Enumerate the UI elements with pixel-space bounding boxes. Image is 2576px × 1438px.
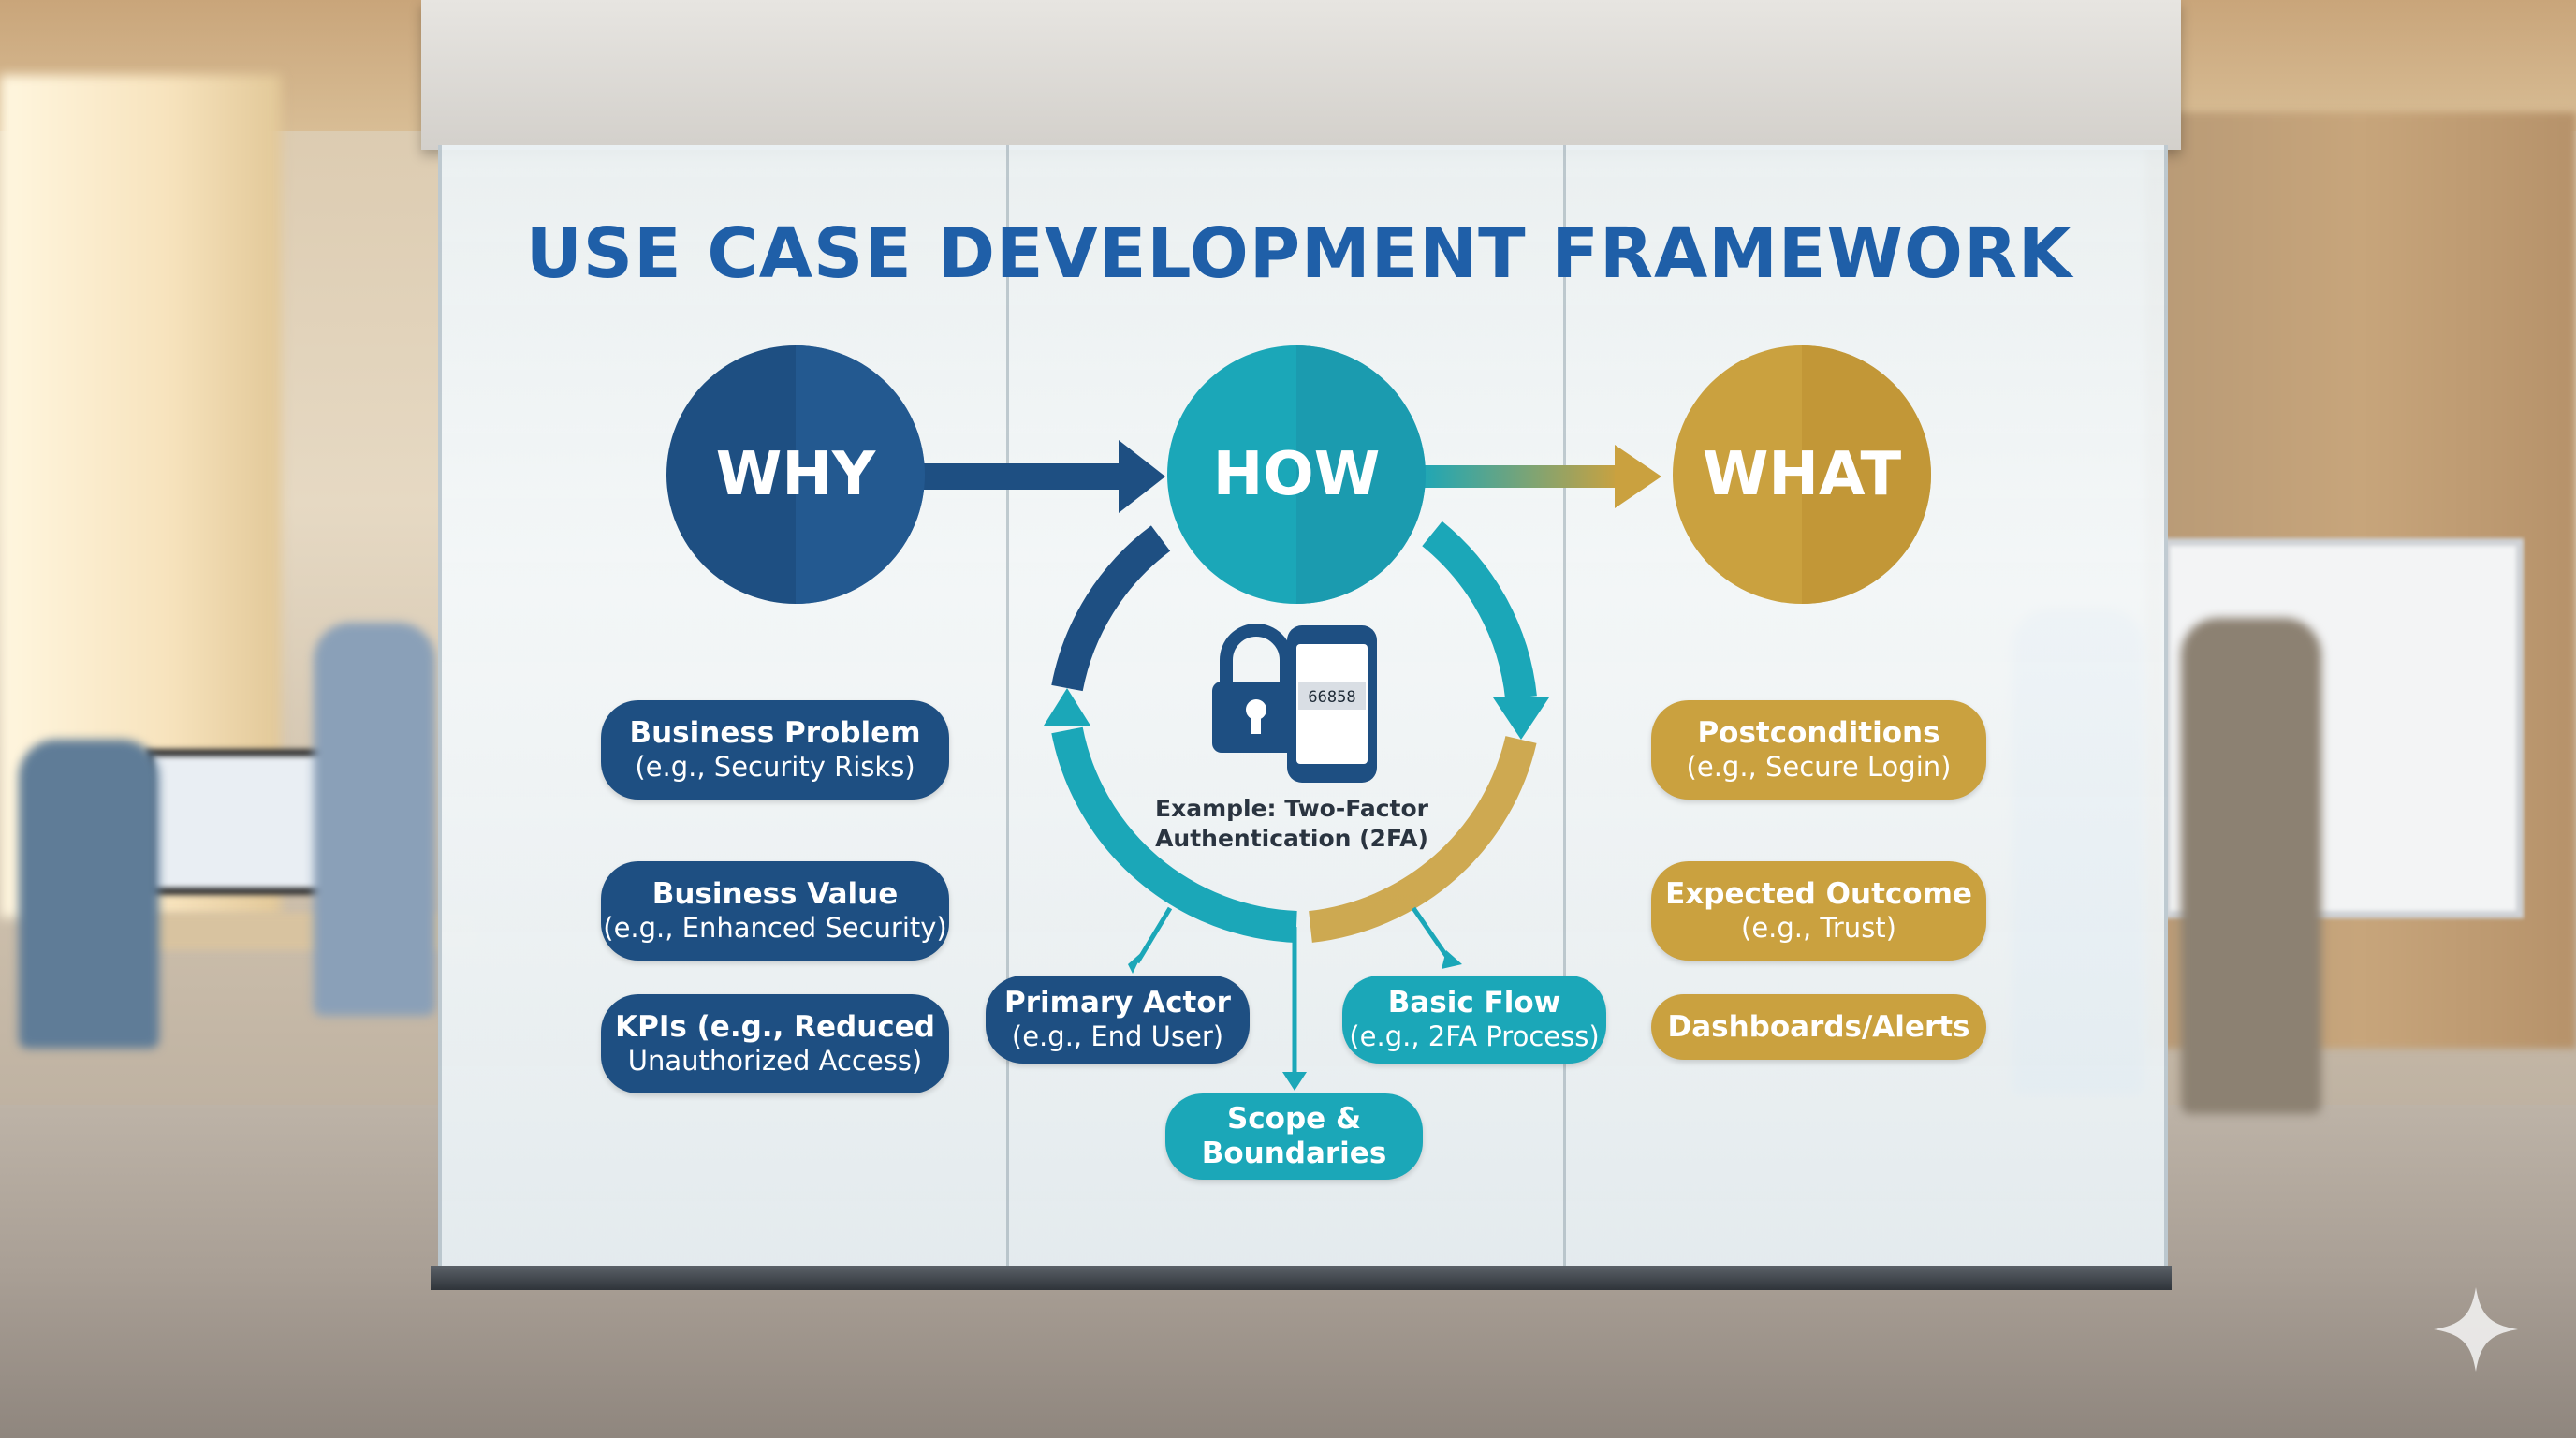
pill-line-1: Basic Flow bbox=[1387, 986, 1561, 1020]
sparkle-icon bbox=[2434, 1287, 2518, 1372]
how-pill-scope: Scope & Boundaries bbox=[1165, 1093, 1423, 1180]
pill-line-1: Business Problem bbox=[629, 716, 921, 750]
board-header-beam bbox=[421, 0, 2181, 150]
pill-line-1: Business Value bbox=[651, 877, 899, 911]
connector-arrows bbox=[1128, 906, 1462, 1091]
process-cycle-arrows bbox=[1044, 521, 1549, 943]
pill-line-1: Scope & bbox=[1226, 1102, 1362, 1136]
example-label: Example: Two-Factor Authentication (2FA) bbox=[1151, 794, 1432, 854]
how-circle bbox=[1167, 345, 1426, 604]
pill-line-1: KPIs (e.g., Reduced bbox=[615, 1010, 935, 1044]
pill-line-2: (e.g., 2FA Process) bbox=[1349, 1020, 1600, 1052]
why-pill-business-problem: Business Problem (e.g., Security Risks) bbox=[601, 700, 949, 800]
how-pill-basic-flow: Basic Flow (e.g., 2FA Process) bbox=[1342, 976, 1606, 1064]
glass-seam-left bbox=[1006, 145, 1009, 1269]
glass-seam-right bbox=[1563, 145, 1566, 1269]
arrow-how-to-what bbox=[1418, 445, 1661, 508]
arrow-why-to-how bbox=[922, 440, 1165, 513]
glass-base-rail bbox=[431, 1266, 2172, 1290]
phone-code: 66858 bbox=[1308, 688, 1355, 707]
pill-line-2: Boundaries bbox=[1201, 1137, 1387, 1170]
pill-line-2: (e.g., Enhanced Security) bbox=[603, 912, 947, 944]
what-pill-expected-outcome: Expected Outcome (e.g., Trust) bbox=[1651, 861, 1986, 961]
pill-line-2: (e.g., Secure Login) bbox=[1686, 751, 1952, 783]
smartphone-icon bbox=[1287, 625, 1377, 783]
why-pill-kpis: KPIs (e.g., Reduced Unauthorized Access) bbox=[601, 994, 949, 1093]
person-standing-left bbox=[314, 623, 435, 1016]
what-pill-postconditions: Postconditions (e.g., Secure Login) bbox=[1651, 700, 1986, 800]
why-circle bbox=[666, 345, 925, 604]
how-pill-primary-actor: Primary Actor (e.g., End User) bbox=[986, 976, 1250, 1064]
pill-line-2: (e.g., End User) bbox=[1011, 1020, 1224, 1052]
why-pill-business-value: Business Value (e.g., Enhanced Security) bbox=[601, 861, 949, 961]
pill-line-1: Expected Outcome bbox=[1665, 877, 1972, 911]
person-seated bbox=[19, 740, 159, 1049]
pill-line-2: (e.g., Trust) bbox=[1741, 912, 1896, 944]
pill-line-2: (e.g., Security Risks) bbox=[635, 751, 915, 783]
pill-line-1: Dashboards/Alerts bbox=[1667, 1009, 1970, 1044]
pill-line-1: Postconditions bbox=[1697, 716, 1940, 750]
pill-line-2: Unauthorized Access) bbox=[627, 1045, 923, 1077]
page-title: USE CASE DEVELOPMENT FRAMEWORK bbox=[525, 213, 2073, 294]
what-label: WHAT bbox=[1702, 440, 1902, 509]
how-label: HOW bbox=[1212, 440, 1381, 509]
what-pill-dashboards: Dashboards/Alerts bbox=[1651, 994, 1986, 1060]
person-standing-right-2 bbox=[2181, 618, 2321, 1114]
example-line-2: Authentication (2FA) bbox=[1155, 825, 1428, 852]
padlock-icon bbox=[1212, 624, 1300, 753]
what-circle bbox=[1673, 345, 1931, 604]
example-line-1: Example: Two-Factor bbox=[1155, 795, 1428, 822]
why-label: WHY bbox=[715, 440, 876, 509]
pill-line-1: Primary Actor bbox=[1004, 986, 1231, 1020]
